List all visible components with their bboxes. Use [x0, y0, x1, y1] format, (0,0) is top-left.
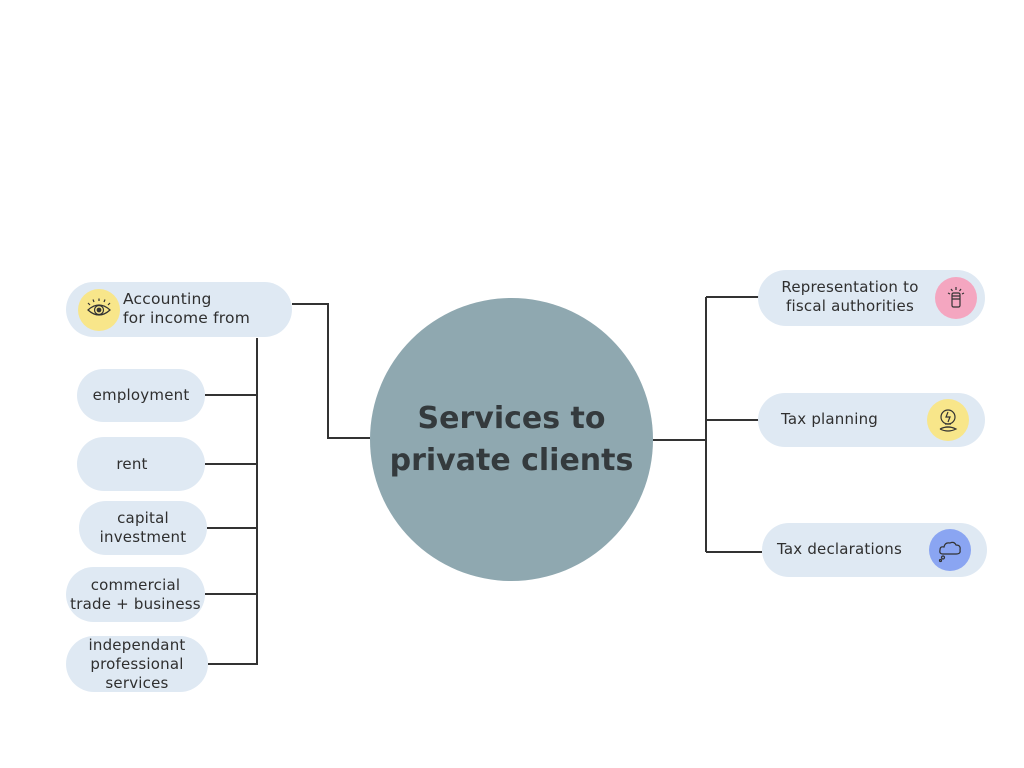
- rent-label: rent: [116, 454, 148, 473]
- accounting-node[interactable]: Accounting for income from: [66, 282, 292, 337]
- central-topic-node[interactable]: Services to private clients: [370, 298, 653, 581]
- independent-services-node[interactable]: independant professional services: [66, 636, 208, 692]
- accounting-label: Accounting for income from: [123, 290, 251, 327]
- commercial-trade-label: commercial trade + business: [70, 575, 201, 613]
- employment-node[interactable]: employment: [77, 369, 205, 422]
- employment-label: employment: [92, 386, 190, 404]
- connector-center-to-accounting: [292, 303, 370, 439]
- eye-icon: [78, 289, 120, 331]
- tax-planning-label: Tax planning: [781, 410, 879, 428]
- cloud-icon: [929, 529, 971, 571]
- independent-services-label: independant professional services: [88, 635, 186, 692]
- capital-investment-label: capital investment: [99, 509, 187, 546]
- representation-node[interactable]: Representation to fiscal authorities: [758, 270, 985, 326]
- tax-declarations-label: Tax declarations: [777, 540, 902, 558]
- central-topic-title: Services to private clients: [389, 400, 634, 478]
- tax-planning-node[interactable]: Tax planning: [758, 393, 985, 447]
- representation-label: Representation to fiscal authorities: [781, 278, 919, 315]
- capital-investment-node[interactable]: capital investment: [79, 501, 207, 555]
- raised-fist-icon: [935, 277, 977, 319]
- rent-node[interactable]: rent: [77, 437, 205, 491]
- lightbulb-icon: [927, 399, 969, 441]
- tax-declarations-node[interactable]: Tax declarations: [762, 523, 987, 577]
- commercial-trade-node[interactable]: commercial trade + business: [66, 567, 205, 622]
